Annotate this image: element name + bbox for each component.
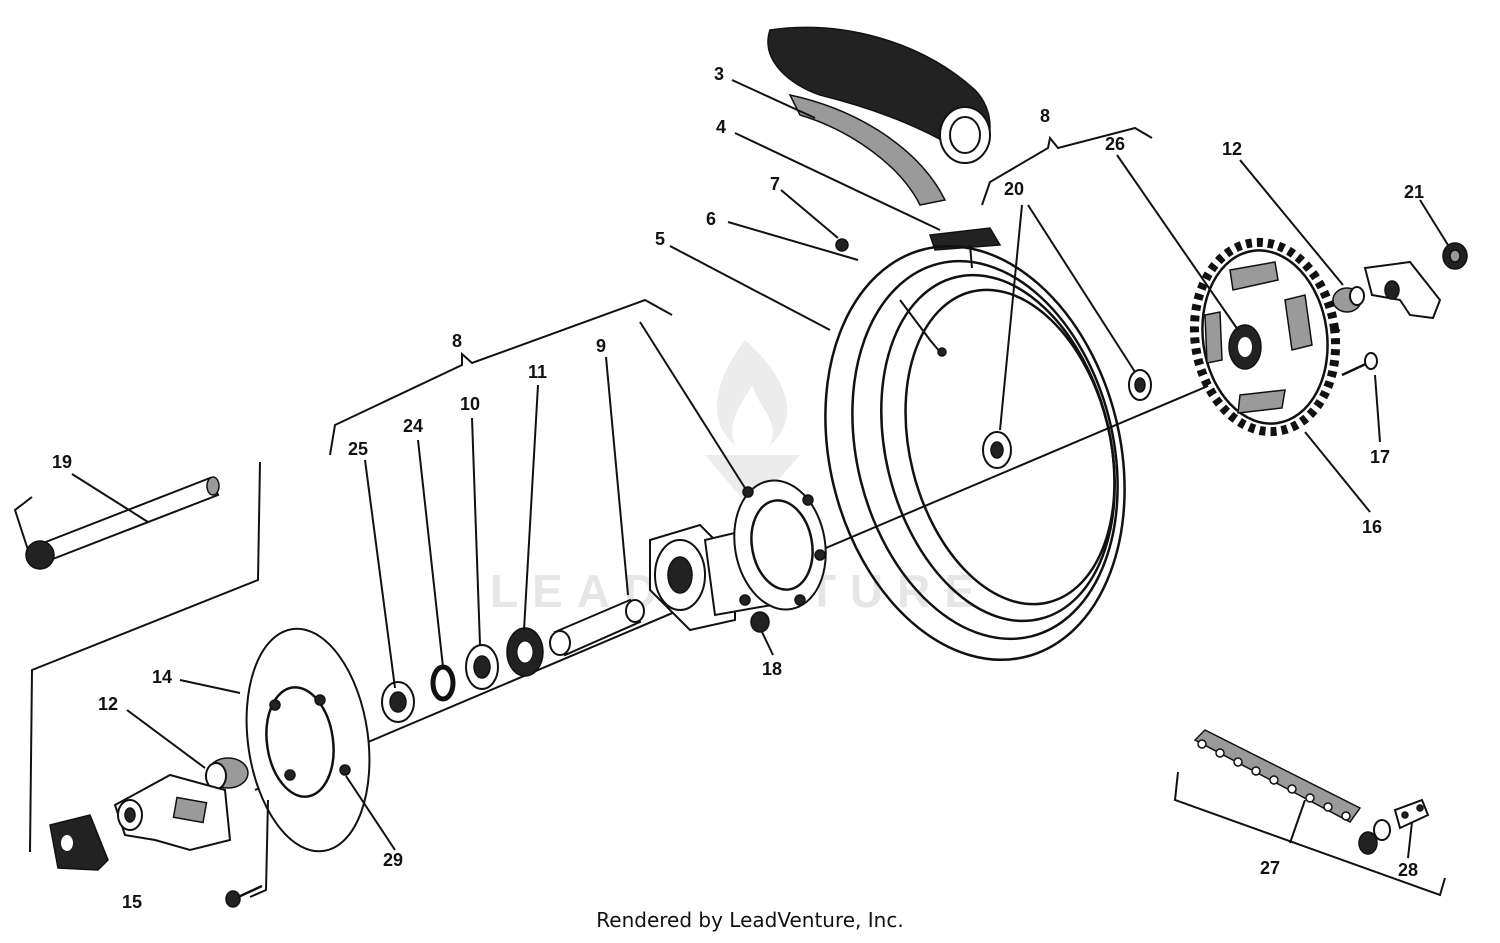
part-labels: 3 4 8 26 12 7 20 21 6 5 8 9 11 10 24 25 … bbox=[52, 64, 1424, 912]
label-12-lower: 12 bbox=[98, 694, 118, 714]
label-11: 11 bbox=[528, 362, 547, 382]
spacer-left bbox=[205, 757, 249, 790]
adjuster-block bbox=[49, 814, 109, 871]
hub-bearing-inner bbox=[465, 644, 499, 690]
label-12-upper: 12 bbox=[1222, 139, 1242, 159]
label-17: 17 bbox=[1370, 447, 1390, 467]
label-9: 9 bbox=[596, 336, 606, 356]
label-21: 21 bbox=[1404, 182, 1424, 202]
label-3: 3 bbox=[714, 64, 724, 84]
spacer-right bbox=[1332, 286, 1365, 313]
sprocket-bolt bbox=[1341, 352, 1378, 377]
oil-seal bbox=[381, 681, 415, 723]
chain-master-link bbox=[1358, 798, 1430, 855]
wheel-bearing-right bbox=[1128, 369, 1152, 401]
chain-adjuster-left bbox=[113, 773, 232, 852]
adjuster-bolt bbox=[225, 884, 263, 908]
label-6: 6 bbox=[706, 209, 716, 229]
brake-disc bbox=[245, 627, 371, 853]
label-26-upper: 26 bbox=[1105, 134, 1125, 154]
leader-lines bbox=[29, 79, 1449, 898]
label-8-lower: 8 bbox=[452, 331, 462, 351]
label-15: 15 bbox=[122, 892, 142, 912]
label-19: 19 bbox=[52, 452, 72, 472]
label-29: 29 bbox=[383, 850, 403, 870]
footer-credit: Rendered by LeadVenture, Inc. bbox=[596, 908, 904, 932]
wheel-hub bbox=[649, 479, 827, 632]
label-18: 18 bbox=[762, 659, 782, 679]
label-10: 10 bbox=[460, 394, 480, 414]
label-25: 25 bbox=[348, 439, 368, 459]
label-20: 20 bbox=[1004, 179, 1024, 199]
label-4: 4 bbox=[716, 117, 726, 137]
axle-nut bbox=[1442, 242, 1468, 270]
rear-sprocket bbox=[1189, 237, 1341, 437]
label-5: 5 bbox=[655, 229, 665, 249]
chain-adjuster-right bbox=[1363, 260, 1442, 320]
drive-chain bbox=[1193, 729, 1362, 823]
label-16: 16 bbox=[1362, 517, 1382, 537]
wheel-bearing-left bbox=[982, 431, 1012, 469]
rear-axle bbox=[13, 476, 220, 570]
label-28: 28 bbox=[1398, 860, 1418, 880]
label-8-upper: 8 bbox=[1040, 106, 1050, 126]
label-24: 24 bbox=[403, 416, 423, 436]
label-27: 27 bbox=[1260, 858, 1280, 878]
hub-bearing bbox=[506, 627, 544, 677]
hub-nut bbox=[750, 611, 770, 633]
spacer-tube bbox=[549, 598, 645, 657]
tire bbox=[767, 26, 991, 206]
spoke-nipple bbox=[835, 238, 849, 252]
wheel-rim bbox=[824, 244, 1126, 662]
circlip bbox=[430, 664, 456, 702]
label-14: 14 bbox=[152, 667, 172, 687]
label-7: 7 bbox=[770, 174, 780, 194]
